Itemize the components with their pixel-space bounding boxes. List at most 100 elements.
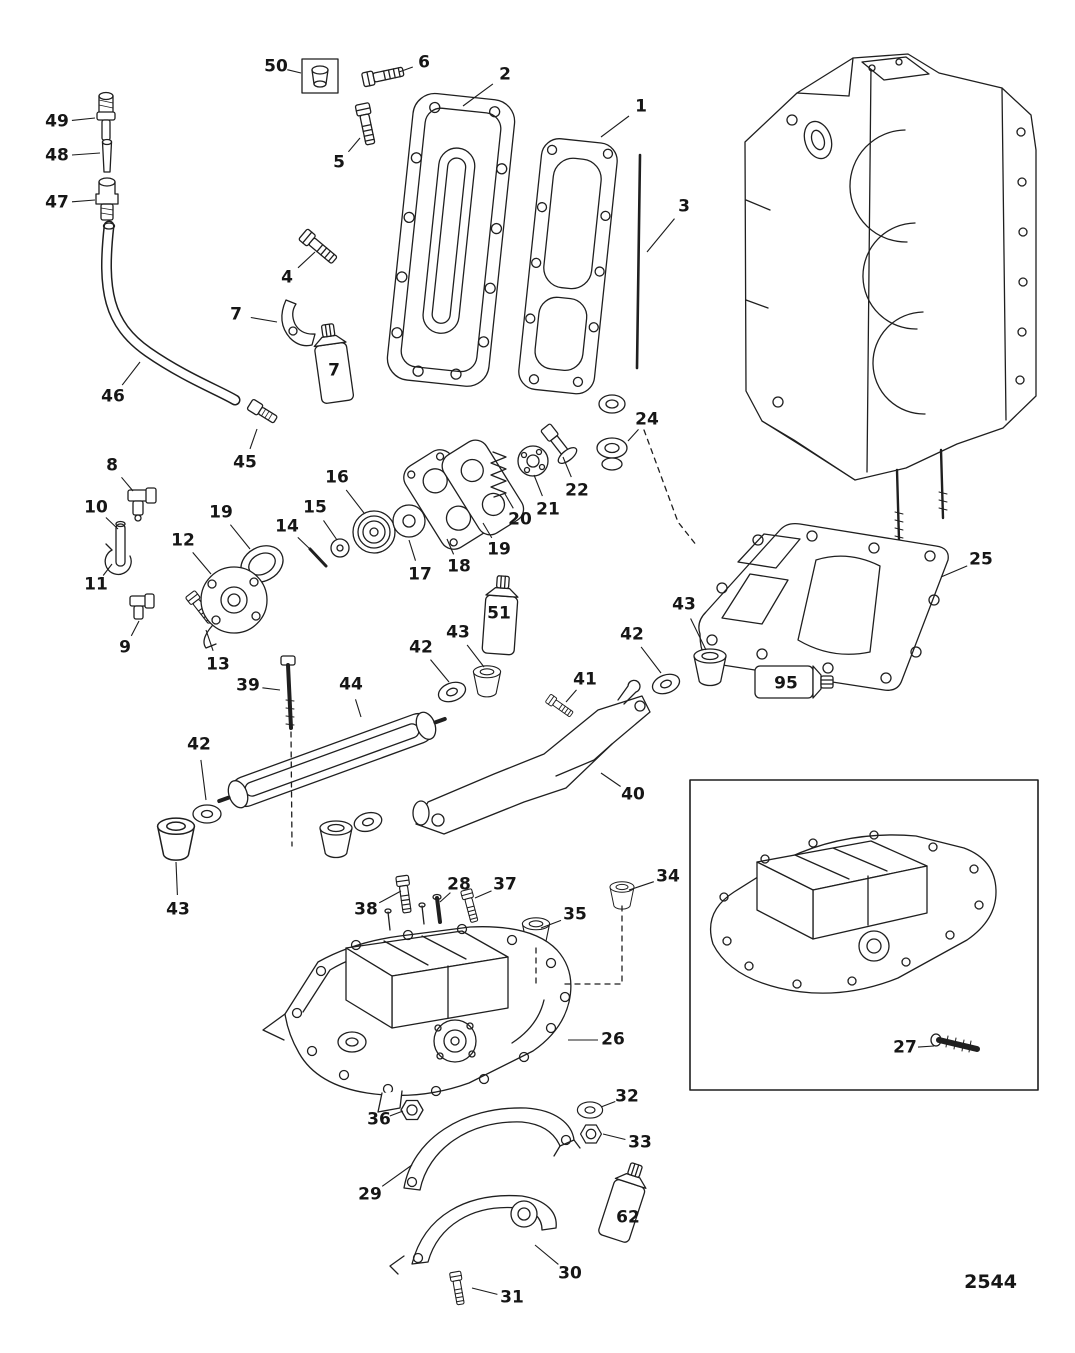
leader-line-8 — [121, 476, 134, 492]
leader-line-6 — [398, 66, 413, 73]
pin-48 — [101, 138, 113, 173]
fitting-47 — [95, 177, 119, 221]
callout-31: 31 — [500, 1287, 524, 1308]
callout-24: 24 — [635, 409, 659, 430]
callout-12: 12 — [171, 530, 195, 551]
callout-42: 42 — [620, 624, 644, 645]
leader-line-21 — [533, 474, 543, 497]
callout-43: 43 — [446, 622, 470, 643]
adaptor-plate-gasket — [698, 522, 949, 691]
callout-19: 19 — [209, 502, 233, 523]
callout-28: 28 — [447, 874, 471, 895]
callout-19: 19 — [487, 539, 511, 560]
leader-line-16 — [345, 489, 365, 514]
leader-line-46 — [121, 361, 141, 386]
leader-line-36 — [389, 1110, 404, 1117]
callout-13: 13 — [206, 654, 230, 675]
callout-42: 42 — [409, 637, 433, 658]
leader-line-22 — [562, 456, 572, 478]
callout-44: 44 — [339, 674, 363, 695]
callout-26: 26 — [601, 1029, 625, 1050]
hose-10 — [115, 520, 126, 567]
leader-line-33 — [602, 1133, 626, 1141]
callout-33: 33 — [628, 1132, 652, 1153]
leader-line-43 — [690, 618, 707, 651]
callout-18: 18 — [447, 556, 471, 577]
leader-line-11 — [102, 563, 113, 576]
callout-7: 7 — [328, 360, 340, 381]
callout-62: 62 — [616, 1207, 640, 1228]
leader-line-50 — [287, 69, 302, 74]
leader-line-13 — [205, 629, 214, 651]
callout-42: 42 — [187, 734, 211, 755]
leader-line-28 — [439, 892, 451, 903]
leader-line-43 — [175, 861, 178, 896]
callout-40: 40 — [621, 784, 645, 805]
leader-line-9 — [130, 620, 140, 637]
callout-41: 41 — [573, 669, 597, 690]
bolt-39 — [280, 655, 296, 730]
callout-7: 7 — [230, 304, 242, 325]
leader-line-20 — [504, 493, 514, 509]
callout-22: 22 — [565, 480, 589, 501]
fuel-hose — [100, 220, 241, 406]
callout-3: 3 — [678, 196, 690, 217]
callout-48: 48 — [45, 145, 69, 166]
callout-15: 15 — [303, 497, 327, 518]
callout-36: 36 — [367, 1109, 391, 1130]
callout-49: 49 — [45, 111, 69, 132]
leader-line-7 — [250, 316, 278, 323]
leader-line-14 — [297, 537, 313, 552]
callout-21: 21 — [536, 499, 560, 520]
callout-5: 5 — [333, 152, 345, 173]
callout-14: 14 — [275, 516, 299, 537]
callout-32: 32 — [615, 1086, 639, 1107]
callout-46: 46 — [101, 386, 125, 407]
leader-line-27 — [917, 1045, 935, 1048]
callout-47: 47 — [45, 192, 69, 213]
leader-line-37 — [474, 890, 492, 899]
leader-line-4 — [297, 251, 316, 269]
leader-line-39 — [262, 687, 281, 691]
fitting-45 — [246, 399, 278, 424]
callout-1: 1 — [635, 96, 647, 117]
fitting-8 — [127, 487, 157, 522]
leader-line-31 — [471, 1287, 498, 1295]
leader-line-29 — [381, 1164, 413, 1187]
shift-linkage-bracket — [403, 1107, 581, 1191]
cable-clamp — [281, 299, 316, 347]
mounting-bracket-rear — [412, 679, 651, 835]
stud-28 — [432, 893, 442, 924]
adaptor-plate — [262, 902, 572, 1113]
dowel-rod — [635, 153, 642, 370]
callout-95: 95 — [774, 673, 798, 694]
mounting-bracket-front — [217, 711, 447, 809]
callout-43: 43 — [672, 594, 696, 615]
leader-line-38 — [378, 890, 402, 904]
callout-50: 50 — [264, 56, 288, 77]
callout-16: 16 — [325, 467, 349, 488]
leader-line-30 — [534, 1244, 559, 1265]
callout-30: 30 — [558, 1263, 582, 1284]
leader-line-32 — [600, 1100, 616, 1108]
figure-number: 2544 — [964, 1271, 1017, 1293]
callout-34: 34 — [656, 866, 680, 887]
fuel-pump-check-valve-cluster — [200, 394, 628, 649]
leader-line-24 — [627, 429, 639, 442]
clip-11 — [104, 543, 132, 576]
leader-line-3 — [646, 218, 675, 253]
leader-line-19 — [229, 524, 251, 550]
leader-line-40 — [600, 772, 621, 787]
leader-line-49 — [71, 117, 96, 121]
cylinder-block — [744, 53, 1037, 542]
leader-line-18 — [446, 538, 455, 555]
leader-line-12 — [192, 552, 212, 575]
leader-line-17 — [408, 539, 417, 561]
leader-line-42 — [640, 646, 662, 674]
leader-line-42 — [430, 659, 450, 683]
inset-detail-box — [689, 779, 1039, 1091]
leader-line-42 — [200, 759, 207, 801]
